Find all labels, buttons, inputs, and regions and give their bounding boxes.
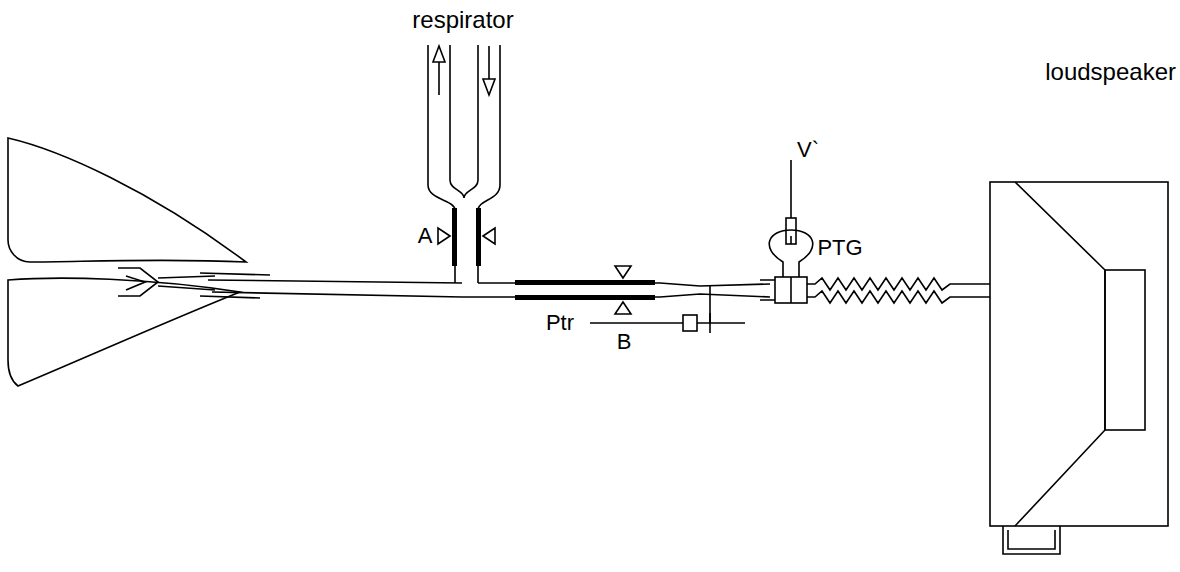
tube: [462, 283, 660, 297]
part-label: Ptr: [546, 311, 574, 335]
tube-sleeve: [200, 273, 270, 298]
bellows: [807, 291, 990, 303]
lower-lung: [8, 278, 240, 386]
bronchi-inner: [126, 276, 145, 290]
valve-sleeve: [476, 208, 481, 266]
upper-lung: [8, 138, 246, 262]
valve-sleeve: [452, 208, 457, 266]
loudspeaker-housing: [990, 182, 1168, 526]
respirator-limb: [450, 45, 478, 198]
valve-clamp: [438, 228, 495, 244]
part-label: PTG: [817, 236, 862, 260]
valve-clamp: [615, 266, 631, 314]
tube: [208, 280, 462, 297]
part-label: V`: [797, 138, 819, 162]
flow-arrow-up: [433, 46, 445, 95]
pneumotachograph: [775, 277, 807, 303]
part-label: A: [418, 224, 433, 248]
bronchi: [118, 268, 158, 296]
pressure-transducer: [683, 315, 697, 331]
bellows: [807, 278, 990, 290]
flow-arrow-down: [483, 46, 495, 95]
part-label: B: [617, 330, 632, 354]
loudspeaker-node: loudspeaker: [986, 58, 1176, 182]
speaker-magnet: [1105, 270, 1145, 430]
node-heading: loudspeaker: [986, 58, 1176, 86]
speaker-port: [1003, 526, 1060, 554]
respirator-limb: [478, 45, 500, 283]
transducer-line: [590, 322, 745, 324]
trachea: [158, 276, 215, 290]
tube-taper: [660, 283, 770, 297]
part-label: respirator: [412, 7, 513, 33]
valve-sleeve: [515, 280, 655, 285]
flow-signal-line: [790, 160, 792, 244]
pneumotachograph-screen: [790, 277, 792, 303]
transducer-tick: [709, 313, 711, 333]
speaker-cone: [1015, 182, 1105, 526]
tube-joint: [760, 280, 775, 300]
valve-sleeve: [515, 295, 655, 300]
